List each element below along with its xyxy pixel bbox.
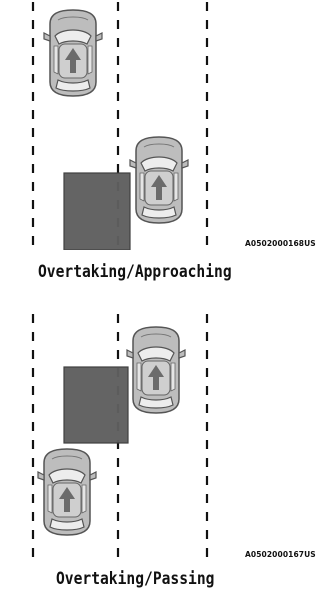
diagram-overtaking-approaching: A0502000168US Overtaking/Approaching <box>0 0 325 292</box>
approaching-vehicle-icon <box>129 136 189 224</box>
own-vehicle-icon <box>37 448 97 536</box>
own-vehicle-icon <box>43 9 103 97</box>
passing-vehicle-icon <box>126 326 186 414</box>
road-scene-passing <box>31 314 209 558</box>
diagram-caption: Overtaking/Passing <box>56 569 215 589</box>
blind-spot-zone <box>63 172 131 250</box>
figure-code: A0502000168US <box>245 239 316 248</box>
road-scene-approaching <box>31 2 209 250</box>
diagram-caption: Overtaking/Approaching <box>38 262 232 282</box>
diagram-overtaking-passing: A0502000167US Overtaking/Passing <box>0 296 325 592</box>
blind-spot-zone <box>63 366 129 444</box>
figure-code: A0502000167US <box>245 550 316 559</box>
